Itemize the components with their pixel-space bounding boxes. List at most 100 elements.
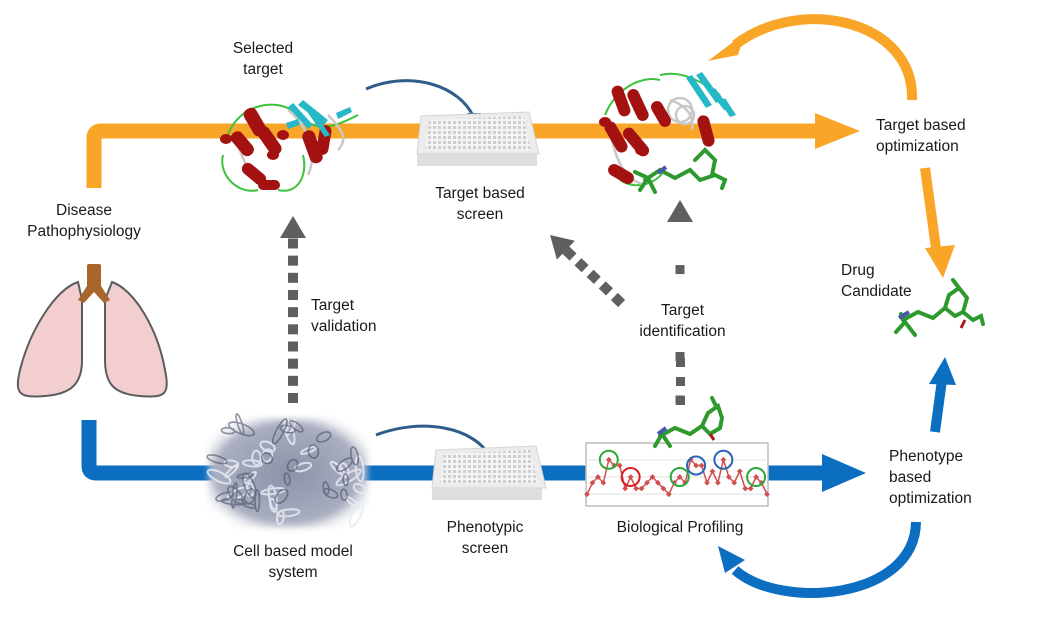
profile-point — [736, 468, 743, 475]
label-line: Phenotype — [889, 448, 964, 465]
profile-point — [616, 462, 623, 469]
phenotypic-screen-label: Phenotypic screen — [430, 517, 540, 559]
arrow-head — [550, 235, 575, 260]
profile-point — [600, 479, 607, 486]
profile-point — [709, 468, 716, 475]
cell — [215, 491, 235, 502]
protein-structure-icon — [220, 100, 359, 192]
arrow-dash — [586, 269, 601, 284]
profile-point — [665, 491, 672, 498]
protein-ligand-complex-icon — [599, 72, 736, 194]
cell — [226, 485, 244, 505]
cell — [286, 458, 299, 472]
profile-point — [742, 485, 749, 492]
profile-point — [753, 474, 759, 480]
profile-point — [764, 491, 770, 498]
arrow-dash — [610, 292, 626, 308]
profile-point — [725, 474, 732, 480]
cell — [307, 444, 320, 459]
to-drug-candidate-arrow-blue — [929, 357, 956, 433]
arrow-dash — [675, 265, 685, 275]
label-line: Target based — [876, 117, 966, 134]
cell — [276, 508, 301, 518]
cell — [242, 472, 257, 499]
arrow-dash — [288, 255, 298, 266]
label-line: Cell based model — [233, 543, 353, 560]
profile-point — [693, 462, 699, 469]
cell — [322, 481, 330, 495]
cell — [251, 449, 262, 466]
arrow-dash — [288, 393, 298, 403]
cell — [342, 473, 349, 487]
to-target-screen-dotted-arrow — [550, 235, 626, 308]
cell — [206, 468, 232, 485]
cell — [352, 482, 367, 495]
profile-point — [584, 491, 590, 498]
label-line: Target based — [435, 185, 525, 202]
profile-point — [655, 479, 661, 486]
target-identification-label: Target identification — [620, 300, 745, 342]
microplate-icon — [431, 445, 547, 500]
arrow-dash — [676, 396, 685, 405]
cell — [260, 452, 274, 465]
highlight-circle-green — [669, 467, 690, 487]
label-line: Phenotypic — [446, 519, 524, 536]
arrow-dash — [288, 375, 298, 386]
profile-point — [720, 456, 727, 463]
profile-point — [633, 485, 639, 492]
profile-point — [644, 479, 650, 486]
label-line: screen — [461, 540, 509, 557]
phenotype-track — [81, 420, 866, 492]
label-line: system — [268, 564, 318, 581]
drug-candidate-label: Drug Candidate — [841, 260, 912, 302]
profile-point — [605, 456, 612, 463]
cell — [283, 472, 291, 486]
phenotype-track-arrowhead — [822, 454, 866, 492]
profile-point — [595, 474, 601, 480]
label-line: screen — [456, 206, 504, 223]
label-line: Candidate — [841, 283, 912, 300]
cell — [271, 418, 288, 445]
profile-point — [698, 462, 705, 469]
label-line: Selected — [232, 40, 294, 57]
label-line: Disease — [56, 202, 112, 219]
profile-point — [589, 479, 596, 486]
target-validation-label: Target validation — [311, 295, 377, 337]
profile-point — [747, 485, 754, 492]
label-line: based — [889, 469, 932, 486]
label-line: Pathophysiology — [27, 223, 141, 240]
arrow-head — [280, 216, 306, 238]
arrow-dash — [598, 281, 613, 296]
cell — [235, 413, 245, 436]
target-based-screen-label: Target based screen — [415, 183, 545, 225]
target-identification-arrow — [667, 200, 693, 405]
highlight-circle-red — [620, 467, 641, 487]
cell — [254, 488, 261, 513]
cell — [268, 497, 278, 513]
profile-point — [627, 474, 634, 480]
label-line: optimization — [876, 138, 959, 155]
highlight-circle-blue — [713, 449, 734, 470]
selected-target-label: Selected target — [218, 38, 308, 80]
arrow-dash — [288, 307, 298, 318]
cell — [206, 454, 228, 465]
highlight-circle-green — [746, 467, 767, 487]
label-line: identification — [639, 323, 726, 340]
cell — [322, 487, 339, 499]
profile-point — [649, 474, 656, 480]
arrow-dash — [288, 272, 298, 283]
ligand-icon — [633, 147, 728, 194]
arrow-dash — [288, 324, 298, 335]
label-line: validation — [311, 318, 377, 335]
arrow-dash — [574, 258, 589, 273]
phenotype-based-optimization-label: Phenotype based optimization — [889, 446, 972, 509]
cell — [348, 502, 365, 528]
disease-pathophysiology-label: Disease Pathophysiology — [14, 200, 154, 242]
to-drug-candidate-arrow-orange — [920, 167, 955, 278]
cell — [340, 488, 348, 501]
arrow-dash — [676, 358, 685, 367]
cell — [349, 446, 360, 466]
cell — [228, 421, 255, 437]
arrow-dash — [676, 377, 685, 386]
